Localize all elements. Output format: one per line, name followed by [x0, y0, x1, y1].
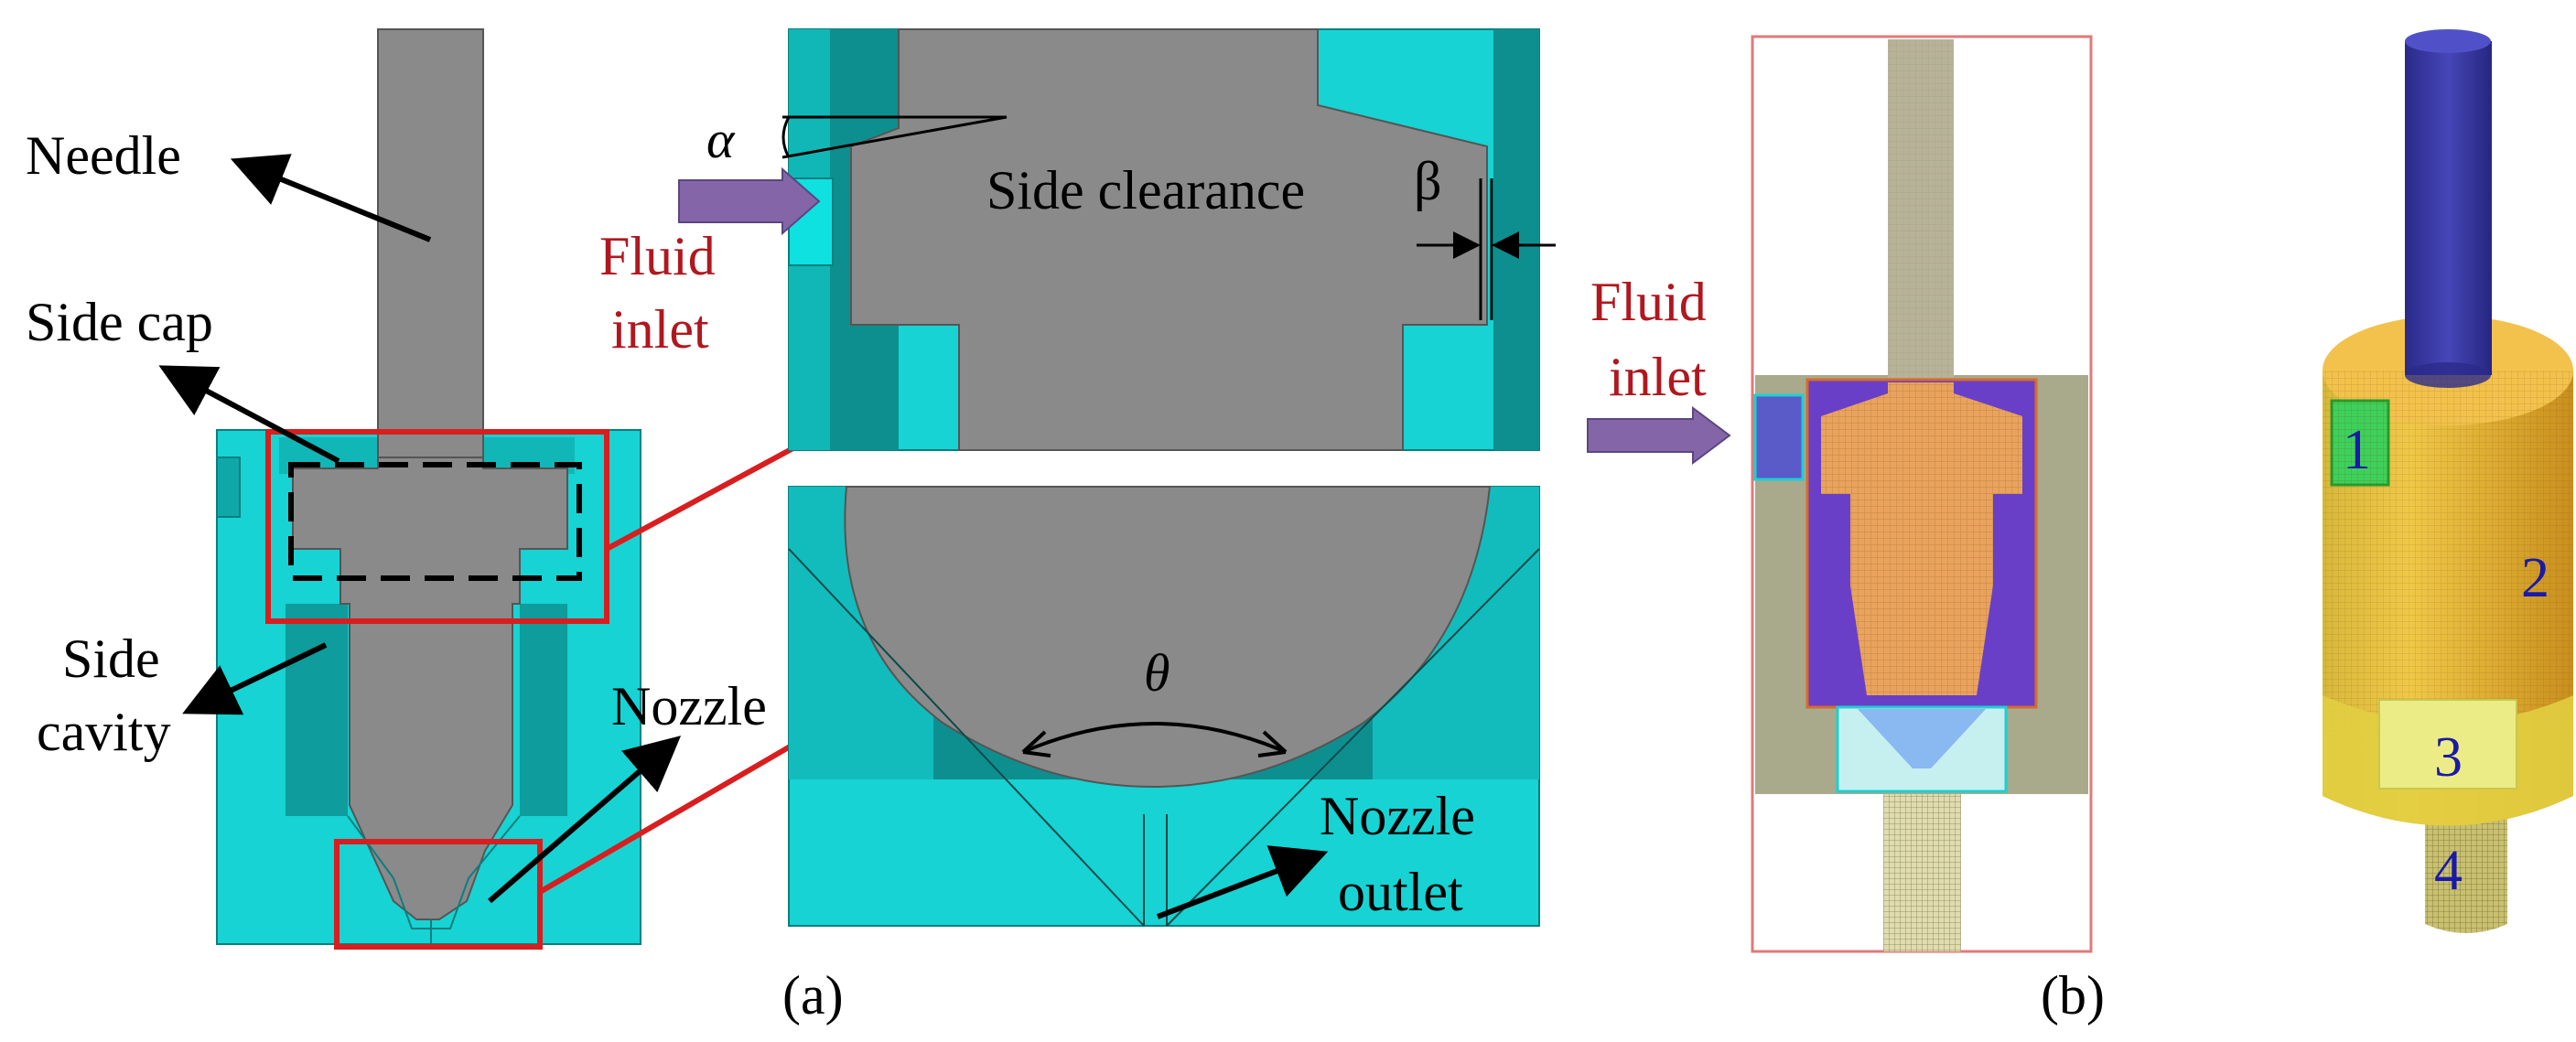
detail-side-wall-left — [789, 487, 933, 779]
panel-label-a: (a) — [782, 965, 844, 1026]
zoom-box-lower — [334, 839, 543, 950]
label-side-clearance: Side clearance — [986, 160, 1305, 220]
needle-arrow — [230, 154, 432, 242]
side-cavity-wall-left — [286, 604, 348, 816]
mesh-outlet-grid — [1883, 794, 1961, 951]
nozzle-detail — [788, 486, 1540, 927]
side-inlet-notch — [216, 457, 241, 518]
alpha-line-2 — [781, 115, 1008, 159]
mesh-3d-model — [2323, 29, 2573, 933]
side-cap-detail — [788, 28, 1540, 451]
mesh-zone-orange-grid — [1821, 382, 2022, 695]
theta-arrow-r — [1257, 730, 1288, 757]
mesh-inlet — [1753, 393, 1805, 481]
label-fluid-inlet-1b: inlet — [611, 299, 709, 360]
label-nozzle-outlet-2: outlet — [1338, 862, 1463, 922]
needle-3d-top — [2405, 29, 2491, 53]
label-zone-3: 3 — [2434, 726, 2463, 789]
fluid-inlet-arrow-1 — [678, 167, 821, 236]
label-nozzle: Nozzle — [611, 676, 767, 736]
panel-label-b: (b) — [2041, 965, 2105, 1026]
fluid-inlet-arrow-2 — [1587, 406, 1731, 465]
label-side-cap: Side cap — [26, 292, 213, 352]
label-zone-4: 4 — [2434, 840, 2463, 902]
zoom-box-upper — [265, 429, 609, 624]
side-cap-dashed-box — [288, 462, 582, 581]
alpha-arc — [781, 116, 791, 158]
assembly-cross-section — [216, 28, 641, 950]
label-beta: β — [1414, 151, 1442, 211]
label-theta: θ — [1144, 643, 1170, 703]
label-side-cavity-1: Side — [62, 628, 160, 689]
nozzle-arrow — [488, 736, 682, 904]
nozzle-outlet-arrow — [1156, 845, 1329, 919]
label-needle: Needle — [26, 125, 181, 186]
theta-arrow-l — [1021, 730, 1051, 757]
needle-shaft — [377, 28, 484, 469]
mesh-cross-section — [1751, 35, 2093, 953]
label-nozzle-outlet-1: Nozzle — [1320, 786, 1475, 846]
label-fluid-inlet-2b: inlet — [1609, 347, 1707, 407]
cone-line-left — [788, 548, 1145, 927]
domain-3-body — [2378, 699, 2517, 790]
side-cap-arrow — [158, 365, 340, 464]
label-alpha: α — [706, 110, 736, 169]
theta-arc — [1022, 722, 1287, 754]
label-zone-2: 2 — [2521, 547, 2549, 609]
needle-3d-bottom — [2405, 362, 2491, 388]
label-fluid-inlet-1a: Fluid — [599, 226, 716, 286]
side-cavity-arrow — [182, 642, 328, 715]
needle-3d-shaft — [2405, 41, 2492, 375]
cone-line-right — [1166, 548, 1540, 927]
detail-top-right-wall — [1493, 29, 1539, 450]
label-fluid-inlet-2a: Fluid — [1590, 272, 1707, 332]
domain-1-grid — [2332, 401, 2388, 485]
mesh-needle-grid — [1888, 39, 1954, 416]
label-zone-1: 1 — [2343, 419, 2371, 481]
mesh-nozzle-cone — [1858, 709, 1986, 768]
label-side-cavity-2: cavity — [37, 702, 171, 762]
side-cavity-wall-right — [520, 604, 567, 816]
detail-needle-tip — [844, 486, 1492, 789]
